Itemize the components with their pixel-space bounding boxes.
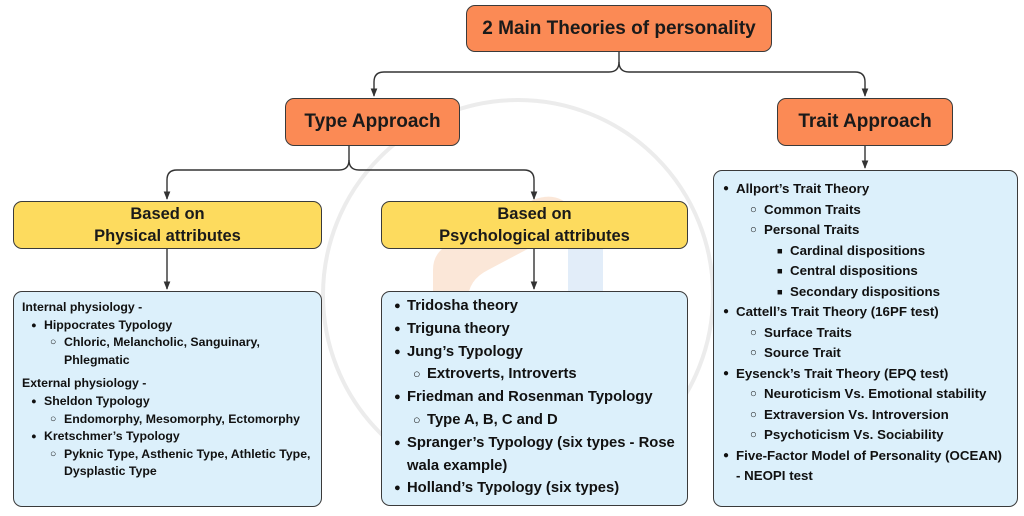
list-item: Type A, B, C and D [413,409,679,432]
list-item: Common Traits [750,200,1009,221]
root-node: 2 Main Theories of personality [466,5,772,52]
list-item: Triguna theory [394,318,679,341]
physical-attributes-node: Based on Physical attributes [13,201,322,249]
list-item: Extroverts, Introverts [413,363,679,386]
list-item: Chloric, Melancholic, Sanguinary, Phlegm… [50,334,313,369]
list-item: Hippocrates Typology [31,317,313,335]
list-item: Personal Traits [750,220,1009,241]
internal-physiology-group: Internal physiology - Hippocrates Typolo… [22,299,313,369]
type-approach-node: Type Approach [285,98,460,146]
external-physiology-label: External physiology - [22,376,147,391]
list-item: Extraversion Vs. Introversion [750,405,1009,426]
psychological-header-line1: Based on [497,205,572,223]
trait-approach-title: Trait Approach [798,111,932,132]
list-item: Pyknic Type, Asthenic Type, Athletic Typ… [50,446,313,481]
list-item: Five-Factor Model of Personality (OCEAN)… [723,446,1009,487]
list-item: Neuroticism Vs. Emotional stability [750,384,1009,405]
list-item: Endomorphy, Mesomorphy, Ectomorphy [50,411,313,429]
list-item: Holland’s Typology (six types) [394,477,679,500]
list-item: Spranger’s Typology (six types - Rose wa… [394,432,679,478]
list-item: Friedman and Rosenman Typology [394,386,679,409]
list-item: Central dispositions [777,261,1009,282]
list-item: Tridosha theory [394,295,679,318]
physical-header-line1: Based on [130,205,205,223]
trait-approach-box: Allport’s Trait Theory Common Traits Per… [713,170,1018,507]
type-approach-title: Type Approach [304,111,441,132]
list-item: Cattell’s Trait Theory (16PF test) [723,302,1009,323]
list-item: Sheldon Typology [31,393,313,411]
list-item: Eysenck’s Trait Theory (EPQ test) [723,364,1009,385]
list-item: Jung’s Typology [394,341,679,364]
list-item: Allport’s Trait Theory [723,179,1009,200]
psychological-header-line2: Psychological attributes [439,227,630,245]
list-item: Psychoticism Vs. Sociability [750,425,1009,446]
root-title: 2 Main Theories of personality [482,17,756,39]
external-physiology-group: External physiology - Sheldon Typology E… [22,375,313,481]
list-item: Surface Traits [750,323,1009,344]
list-item: Cardinal dispositions [777,241,1009,262]
physical-attributes-box: Internal physiology - Hippocrates Typolo… [13,291,322,507]
psychological-attributes-box: Tridosha theory Triguna theory Jung’s Ty… [381,291,688,506]
internal-physiology-label: Internal physiology - [22,300,143,314]
list-item: Source Trait [750,343,1009,364]
trait-approach-node: Trait Approach [777,98,953,146]
list-item: Kretschmer’s Typology [31,428,313,446]
physical-header-line2: Physical attributes [94,227,241,245]
list-item: Secondary dispositions [777,282,1009,303]
psychological-attributes-node: Based on Psychological attributes [381,201,688,249]
